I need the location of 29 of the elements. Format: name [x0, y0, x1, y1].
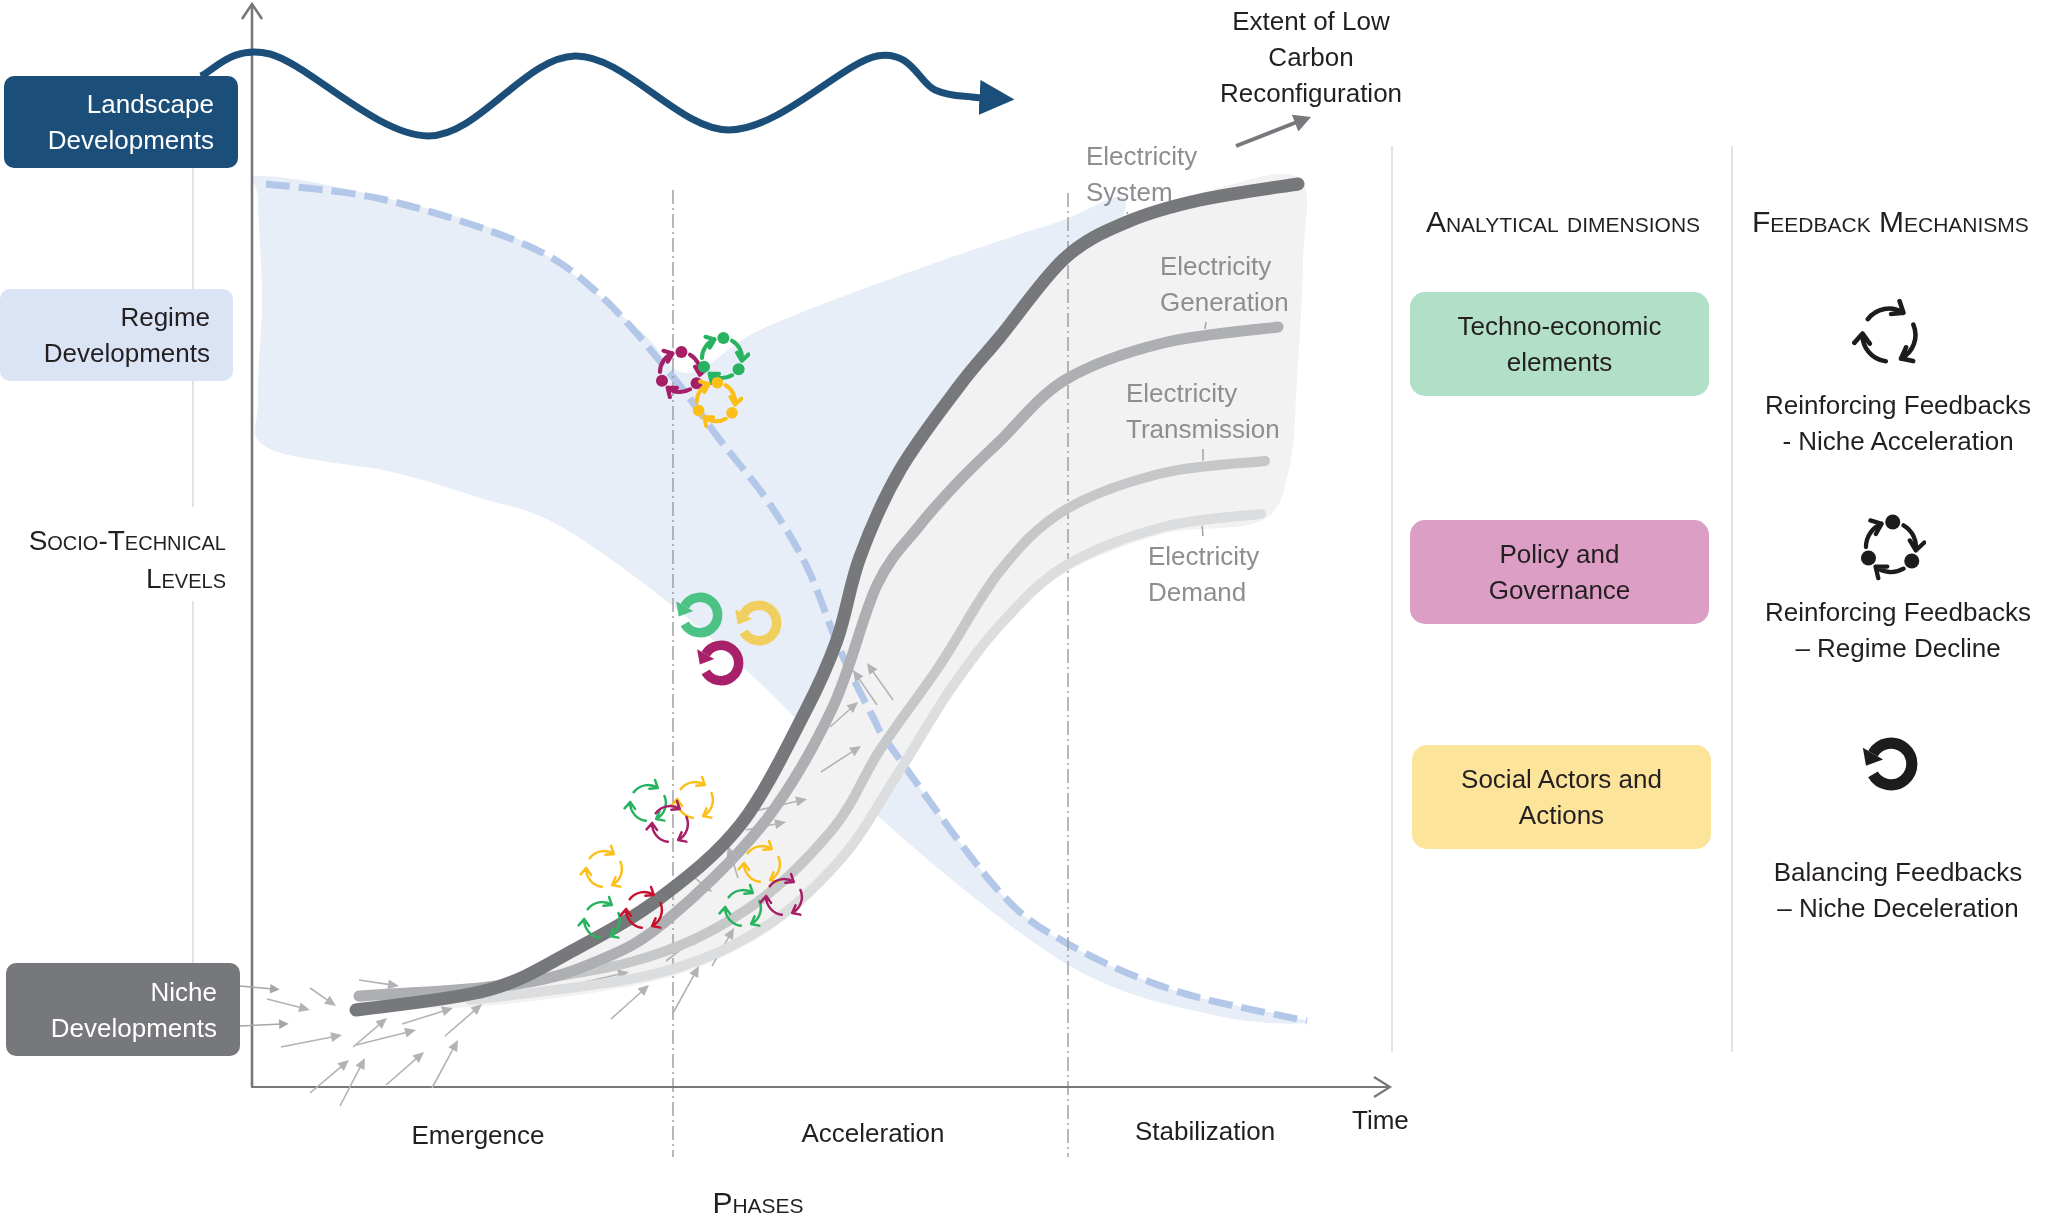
phase-label: Acceleration — [801, 1117, 945, 1150]
curve-label: Electricity Generation — [1160, 248, 1289, 320]
legend-label: Balancing Feedbacks – Niche Deceleration — [1772, 856, 2024, 925]
legend-label: Reinforcing Feedbacks – Regime Decline — [1764, 596, 2032, 665]
leader-line — [1204, 321, 1207, 330]
annotation-label: Extent of Low Carbon Reconfiguration — [1218, 5, 1404, 110]
legend-label: Techno-economic elements — [1456, 310, 1663, 379]
level-box: Landscape Developments — [4, 76, 238, 168]
phase-label: Emergence — [411, 1119, 545, 1152]
legend-label: Reinforcing Feedbacks - Niche Acceleration — [1764, 389, 2032, 458]
leader-line — [1202, 448, 1204, 462]
arrow — [239, 1019, 289, 1029]
leader-line — [1201, 525, 1204, 537]
arrow — [239, 983, 280, 994]
column-heading: Feedback Mechanisms — [1752, 204, 2029, 240]
level-box: Niche Developments — [6, 963, 240, 1056]
phase-label: Stabilization — [1134, 1115, 1276, 1148]
axis-label: Time — [1352, 1104, 1409, 1137]
legend-label: Social Actors and Actions — [1460, 763, 1663, 832]
curve-label: Electricity Demand — [1148, 538, 1260, 610]
leader-line — [1126, 211, 1129, 216]
wavy-arrow — [198, 48, 1015, 140]
curve-label: Electricity Transmission — [1126, 375, 1280, 447]
column-heading: Analytical dimensions — [1425, 204, 1701, 240]
level-box: Regime Developments — [0, 289, 233, 381]
legend-label: Policy and Governance — [1487, 538, 1632, 607]
axis-title: Socio-Technical Levels — [27, 524, 226, 596]
curve-label: Electricity System — [1086, 138, 1198, 210]
axis-title: Phases — [712, 1185, 804, 1221]
